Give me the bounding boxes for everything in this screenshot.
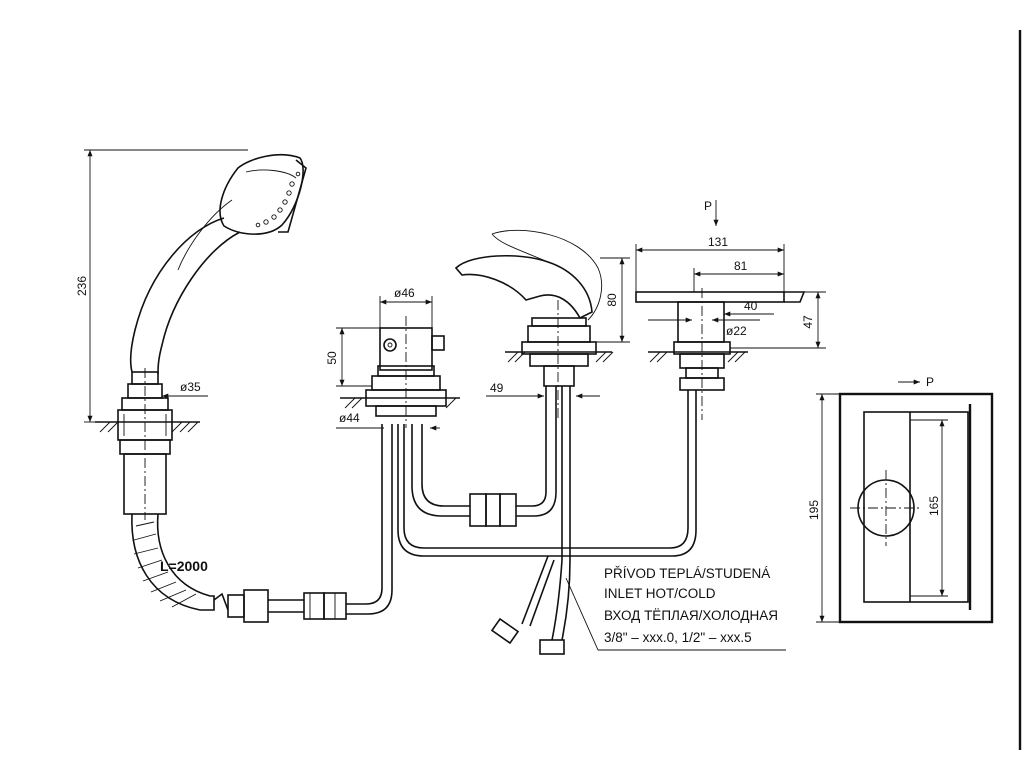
shower-hose <box>131 513 347 623</box>
dim-22: ø22 <box>648 317 760 338</box>
inlet-note-line4: 3/8" – xxx.0, 1/2" – xxx.5 <box>604 630 752 645</box>
dim-label-236: 236 <box>75 276 89 296</box>
dim-195: 195 <box>807 393 840 623</box>
spray-nozzles <box>255 171 301 228</box>
counter-top-valve <box>648 351 748 363</box>
view-arrow-p-side: P <box>898 375 934 389</box>
dim-label-195: 195 <box>807 500 821 520</box>
dim-44: ø44 <box>336 411 440 431</box>
inlet-note-line1: PŘÍVOD TEPLÁ/STUDENÁ <box>604 566 770 581</box>
dim-50: 50 <box>325 327 380 387</box>
dim-label-165: 165 <box>927 496 941 516</box>
spout <box>454 229 602 420</box>
dim-47: 47 <box>730 291 826 349</box>
valve <box>635 288 806 420</box>
counter-top-spout <box>505 351 614 363</box>
hand-shower <box>117 154 307 520</box>
dim-label-35: ø35 <box>180 380 201 394</box>
dim-label-40: 40 <box>744 299 758 313</box>
dim-label-49: 49 <box>490 381 504 395</box>
dim-label-47: 47 <box>801 315 815 329</box>
dim-label-81: 81 <box>734 259 748 273</box>
dim-label-22: ø22 <box>726 324 747 338</box>
dim-236: 236 <box>75 149 248 423</box>
dim-81: 81 <box>693 259 784 292</box>
counter-top-shower <box>95 421 200 433</box>
dim-131: 131 <box>635 235 785 292</box>
hose-length-label: L=2000 <box>160 558 208 574</box>
dim-label-50: 50 <box>325 351 339 365</box>
dim-label-131: 131 <box>708 235 728 249</box>
view-marker-p-side: P <box>926 375 934 389</box>
counter-top-diverter <box>340 397 460 409</box>
dim-35: ø35 <box>162 380 208 399</box>
inlet-note-line2: INLET HOT/COLD <box>604 586 716 601</box>
dim-46: ø46 <box>379 286 433 328</box>
escutcheon-plate <box>838 392 994 624</box>
dim-label-80: 80 <box>605 293 619 307</box>
view-arrow-p-top: P <box>704 199 719 226</box>
inlet-note: PŘÍVOD TEPLÁ/STUDENÁ INLET HOT/COLD ВХОД… <box>565 566 786 651</box>
view-marker-p-top: P <box>704 199 712 213</box>
supply-pipes <box>346 386 697 655</box>
dim-40: 40 <box>723 299 774 318</box>
dim-49: 49 <box>486 381 600 399</box>
dim-label-46: ø46 <box>394 286 415 300</box>
dim-165: 165 <box>910 419 948 597</box>
dim-label-44: ø44 <box>339 411 360 425</box>
inlet-note-line3: ВХОД ТЁПЛАЯ/ХОЛОДНАЯ <box>604 608 778 623</box>
diverter <box>365 316 447 428</box>
dim-80: 80 <box>596 257 630 343</box>
